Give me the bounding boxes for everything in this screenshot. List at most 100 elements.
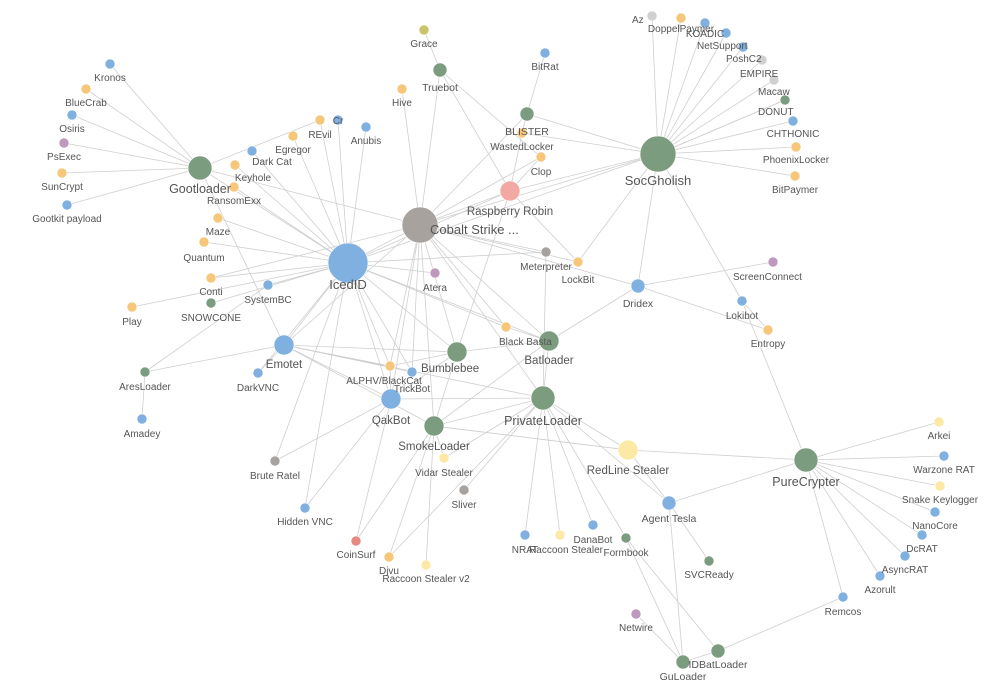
node-nanocore[interactable] — [929, 506, 941, 518]
node-lokibot[interactable] — [736, 295, 748, 307]
node-blackbasta[interactable] — [500, 321, 512, 333]
node-snowcone[interactable] — [205, 297, 217, 309]
node-doppelpaymer[interactable] — [675, 12, 687, 24]
node-suncrypt[interactable] — [56, 167, 68, 179]
node-hive[interactable] — [396, 83, 408, 95]
edge-privateloader-vidar — [443, 397, 544, 459]
node-purecrypter[interactable] — [793, 447, 819, 473]
edge-smokeloader-coinsurf — [355, 425, 435, 542]
node-gootloader[interactable] — [187, 155, 213, 181]
node-bitrat[interactable] — [539, 47, 551, 59]
node-entropy[interactable] — [762, 324, 774, 336]
node-smokeloader[interactable] — [423, 415, 445, 437]
node-clop[interactable] — [535, 151, 547, 163]
node-redline[interactable] — [617, 439, 639, 461]
node-meterpreter[interactable] — [540, 246, 552, 258]
node-idbatloader[interactable] — [710, 643, 726, 659]
node-phoenixlocker[interactable] — [790, 141, 802, 153]
node-revil[interactable] — [314, 114, 326, 126]
edge-cobalt-meterpreter — [419, 224, 547, 253]
node-agenttesla[interactable] — [661, 495, 677, 511]
node-nrat[interactable] — [519, 529, 531, 541]
node-cobalt[interactable] — [401, 206, 439, 244]
node-formbook[interactable] — [620, 532, 632, 544]
node-azorult2[interactable] — [646, 10, 658, 22]
node-raccoon[interactable] — [554, 529, 566, 541]
node-darkcat[interactable] — [246, 145, 258, 157]
node-egregor[interactable] — [287, 130, 299, 142]
node-bumblebee[interactable] — [446, 341, 468, 363]
node-azorult[interactable] — [874, 570, 886, 582]
node-anubis[interactable] — [360, 121, 372, 133]
node-empire[interactable] — [768, 74, 780, 86]
node-koadic2[interactable] — [720, 27, 732, 39]
node-atera[interactable] — [429, 267, 441, 279]
labels-layer: Cobalt Strike ...IcedIDSocGholishGootloa… — [32, 15, 978, 683]
node-danabot[interactable] — [587, 519, 599, 531]
node-systembc[interactable] — [262, 279, 274, 291]
node-darkvnc[interactable] — [252, 367, 264, 379]
node-aresloader[interactable] — [139, 366, 151, 378]
node-asyncrat[interactable] — [899, 550, 911, 562]
node-warzonerat[interactable] — [938, 450, 950, 462]
node-maze[interactable] — [212, 212, 224, 224]
node-socgholish[interactable] — [639, 135, 677, 173]
node-keyhole[interactable] — [229, 159, 241, 171]
node-netwire[interactable] — [630, 608, 642, 620]
edge-privateloader-danabot — [542, 397, 594, 526]
node-raspberry[interactable] — [499, 180, 521, 202]
node-emotet[interactable] — [273, 334, 295, 356]
node-wastedlocker[interactable] — [516, 127, 528, 139]
node-svcready[interactable] — [703, 555, 715, 567]
node-batloader[interactable] — [538, 330, 560, 352]
node-snakekeylogger[interactable] — [934, 480, 946, 492]
node-netsupport[interactable] — [737, 41, 749, 53]
node-vidar[interactable] — [438, 452, 450, 464]
node-bruteratel[interactable] — [269, 455, 281, 467]
node-alphv[interactable] — [384, 360, 396, 372]
edge-socgholish-empire — [657, 79, 775, 155]
node-lockbit[interactable] — [572, 256, 584, 268]
node-icedid[interactable] — [327, 242, 369, 284]
node-truebot[interactable] — [432, 62, 448, 78]
node-osiris[interactable] — [66, 109, 78, 121]
node-trickbot[interactable] — [406, 366, 418, 378]
edge-privateloader-formbook — [542, 397, 627, 539]
node-label-netsupport: NetSupport — [697, 41, 748, 52]
node-raccoon2[interactable] — [420, 559, 432, 571]
node-amadey[interactable] — [136, 413, 148, 425]
node-label-smokeloader: SmokeLoader — [398, 441, 470, 453]
node-conti[interactable] — [205, 272, 217, 284]
node-remcos[interactable] — [837, 591, 849, 603]
node-ransomexx[interactable] — [228, 181, 240, 193]
node-blister[interactable] — [519, 106, 535, 122]
node-koadic[interactable] — [699, 17, 711, 29]
node-coinsurf[interactable] — [350, 535, 362, 547]
node-djvu[interactable] — [383, 551, 395, 563]
node-screenconnect[interactable] — [767, 256, 779, 268]
node-guloader[interactable] — [675, 654, 691, 670]
node-arkei[interactable] — [933, 416, 945, 428]
node-kronos[interactable] — [104, 58, 116, 70]
node-privateloader[interactable] — [530, 385, 556, 411]
node-crypton[interactable] — [332, 114, 344, 126]
node-qakbot[interactable] — [380, 388, 402, 410]
node-donut[interactable] — [779, 94, 791, 106]
node-bitpaymer[interactable] — [789, 170, 801, 182]
node-gootkit[interactable] — [61, 199, 73, 211]
node-hiddenvnc[interactable] — [299, 502, 311, 514]
edge-truebot-raspberry — [439, 69, 511, 192]
node-label-suncrypt: SunCrypt — [41, 182, 83, 193]
node-bluecrab[interactable] — [80, 83, 92, 95]
node-poshc2[interactable] — [756, 54, 768, 66]
node-quantum[interactable] — [198, 236, 210, 248]
node-sliver[interactable] — [458, 484, 470, 496]
node-play[interactable] — [126, 301, 138, 313]
node-dcrat[interactable] — [916, 529, 928, 541]
node-psexec[interactable] — [58, 137, 70, 149]
edge-socgholish-phoenixlocker — [657, 146, 797, 155]
node-label-asyncrat: AsyncRAT — [882, 565, 929, 576]
node-grace[interactable] — [418, 24, 430, 36]
node-chthonic[interactable] — [787, 115, 799, 127]
node-dridex[interactable] — [630, 278, 646, 294]
